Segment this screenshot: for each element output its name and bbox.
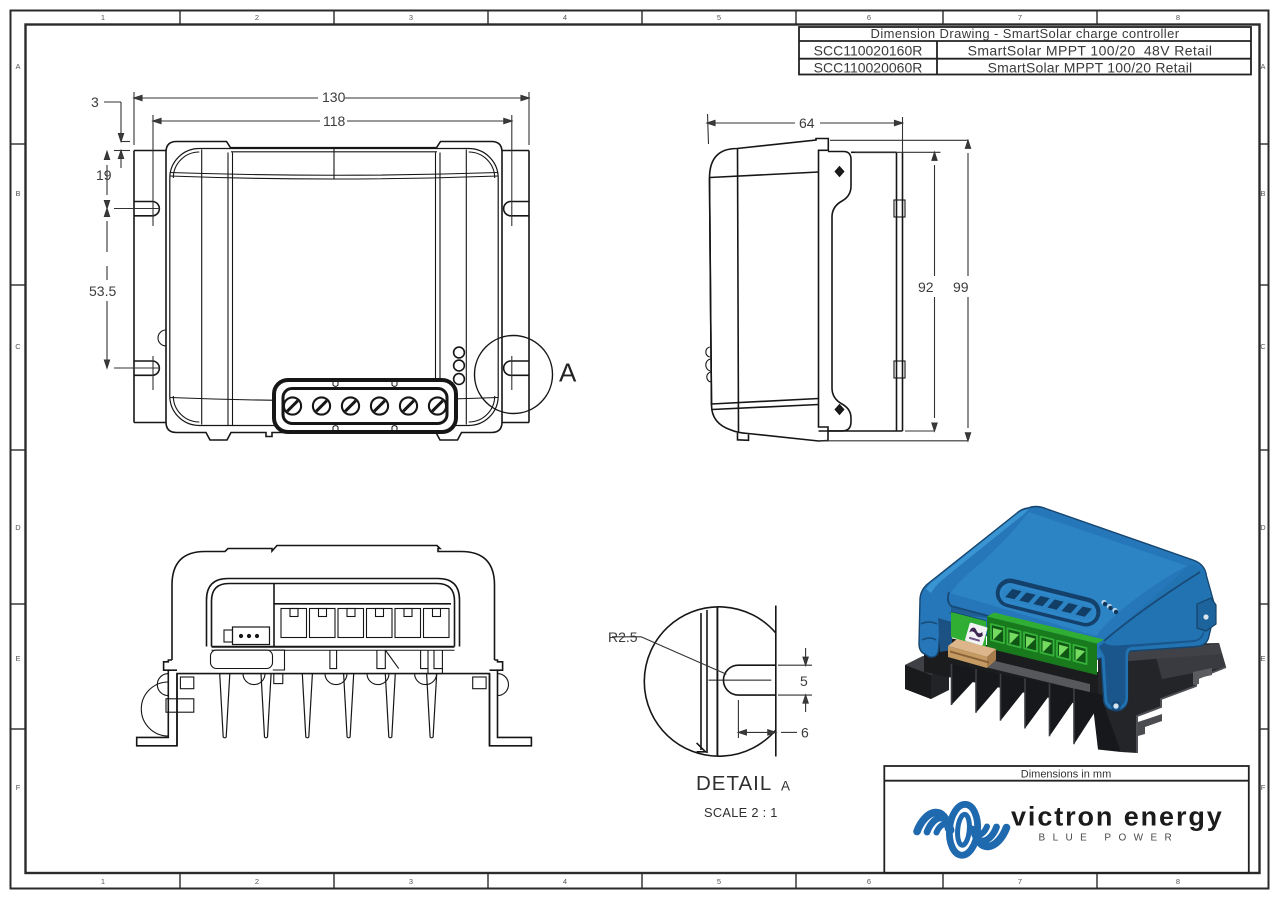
svg-text:F: F [1261, 783, 1266, 792]
svg-text:A: A [15, 62, 20, 71]
svg-text:BLUE POWER: BLUE POWER [1039, 833, 1180, 844]
svg-text:1: 1 [101, 13, 105, 22]
svg-text:SCC110020160R: SCC110020160R [814, 43, 923, 59]
svg-text:2: 2 [255, 13, 259, 22]
svg-text:C: C [1260, 342, 1266, 351]
svg-text:4: 4 [563, 13, 567, 22]
svg-text:victron energy: victron energy [1011, 802, 1224, 832]
svg-text:B: B [15, 189, 20, 198]
svg-text:SCALE 2 : 1: SCALE 2 : 1 [704, 805, 778, 820]
svg-text:53.5: 53.5 [89, 283, 116, 299]
svg-text:A: A [781, 779, 790, 794]
svg-text:118: 118 [323, 113, 346, 129]
svg-text:D: D [15, 523, 21, 532]
svg-text:5: 5 [717, 877, 721, 886]
svg-text:D: D [1260, 523, 1266, 532]
svg-text:Dimensions in mm: Dimensions in mm [1021, 769, 1111, 781]
svg-text:3: 3 [91, 94, 99, 110]
svg-text:E: E [1260, 654, 1265, 663]
svg-text:F: F [16, 783, 21, 792]
svg-text:SmartSolar MPPT 100/20_48V Ret: SmartSolar MPPT 100/20_48V Retail [968, 43, 1213, 59]
svg-text:B: B [1260, 189, 1265, 198]
svg-text:DETAIL: DETAIL [696, 772, 772, 795]
svg-text:8: 8 [1176, 13, 1180, 22]
svg-text:19: 19 [96, 167, 112, 183]
svg-text:Dimension Drawing - SmartSolar: Dimension Drawing - SmartSolar charge co… [871, 26, 1180, 41]
svg-text:64: 64 [799, 115, 815, 131]
svg-text:99: 99 [953, 279, 969, 295]
svg-text:E: E [15, 654, 20, 663]
svg-text:7: 7 [1018, 13, 1022, 22]
svg-text:SmartSolar MPPT 100/20 Retail: SmartSolar MPPT 100/20 Retail [988, 60, 1193, 76]
svg-text:3: 3 [409, 13, 413, 22]
svg-text:6: 6 [867, 877, 871, 886]
svg-text:92: 92 [918, 279, 934, 295]
svg-text:4: 4 [563, 877, 567, 886]
svg-text:2: 2 [255, 877, 259, 886]
svg-text:1: 1 [101, 877, 105, 886]
svg-text:5: 5 [717, 13, 721, 22]
svg-text:7: 7 [1018, 877, 1022, 886]
svg-text:130: 130 [322, 89, 346, 105]
svg-text:3: 3 [409, 877, 413, 886]
svg-text:A: A [1260, 62, 1265, 71]
svg-text:C: C [15, 342, 21, 351]
svg-text:5: 5 [800, 673, 808, 689]
svg-text:6: 6 [801, 725, 809, 741]
svg-text:8: 8 [1176, 877, 1180, 886]
svg-text:SCC110020060R: SCC110020060R [814, 60, 923, 76]
svg-text:A: A [559, 358, 577, 388]
svg-text:R2.5: R2.5 [608, 629, 638, 645]
svg-text:6: 6 [867, 13, 871, 22]
